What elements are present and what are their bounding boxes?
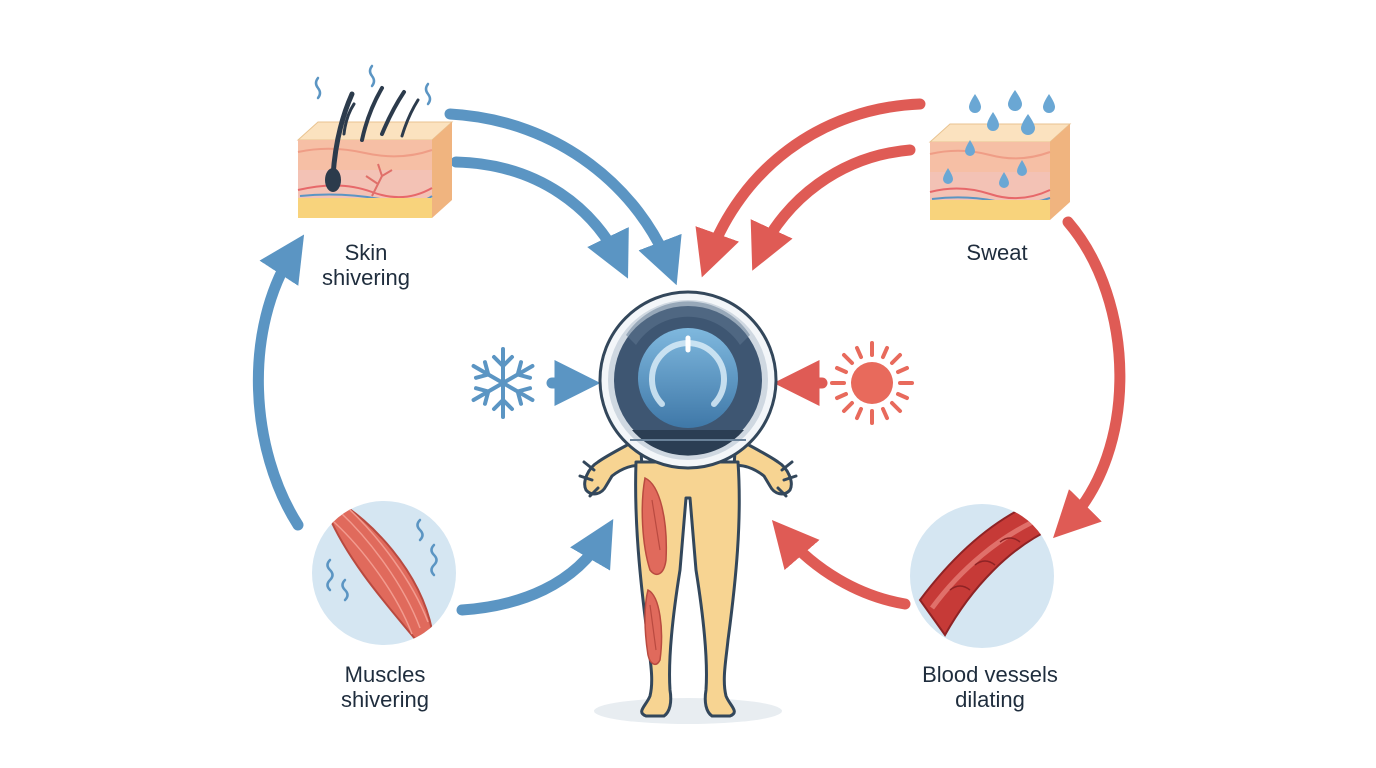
blood-vessel-icon: [910, 504, 1054, 648]
sweat-label-text: Sweat: [966, 240, 1028, 265]
arrow-muscles-to-skin: [252, 234, 305, 531]
skin-label-line2: shivering: [321, 265, 411, 290]
blood-vessels-dilating-label: Blood vessels dilating: [900, 662, 1080, 712]
sun-icon: [830, 341, 914, 425]
snowflake-icon: [471, 347, 535, 419]
human-body-icon: [578, 436, 798, 724]
arrow-skin-to-center-inner: [450, 156, 629, 279]
sweat-label: Sweat: [937, 240, 1057, 265]
skin-label-line1: Skin: [344, 240, 388, 265]
thermostat-icon: [598, 290, 778, 470]
arrow-muscles-to-body: [456, 519, 614, 616]
arrow-vessels-to-body: [771, 520, 911, 610]
arrow-skin-to-center-outer: [444, 108, 682, 286]
vessels-label-line1: Blood vessels: [922, 662, 1058, 687]
heat-response-arrows: [695, 98, 1126, 610]
vessels-label-line2: dilating: [955, 687, 1025, 712]
arrow-sweat-to-center-inner: [750, 144, 916, 271]
arrow-sweat-to-vessels: [1053, 216, 1126, 539]
skin-shivering-label: Skin shivering: [306, 240, 426, 290]
arrow-sweat-to-center-outer: [695, 98, 926, 278]
skin-hair-icon: [296, 64, 454, 218]
muscles-label-line1: Muscles: [344, 662, 426, 687]
skin-sweat-icon: [928, 90, 1072, 220]
cold-response-arrows: [252, 108, 682, 616]
muscle-icon: [312, 501, 456, 645]
muscles-label-line2: shivering: [340, 687, 430, 712]
muscles-shivering-label: Muscles shivering: [315, 662, 455, 712]
